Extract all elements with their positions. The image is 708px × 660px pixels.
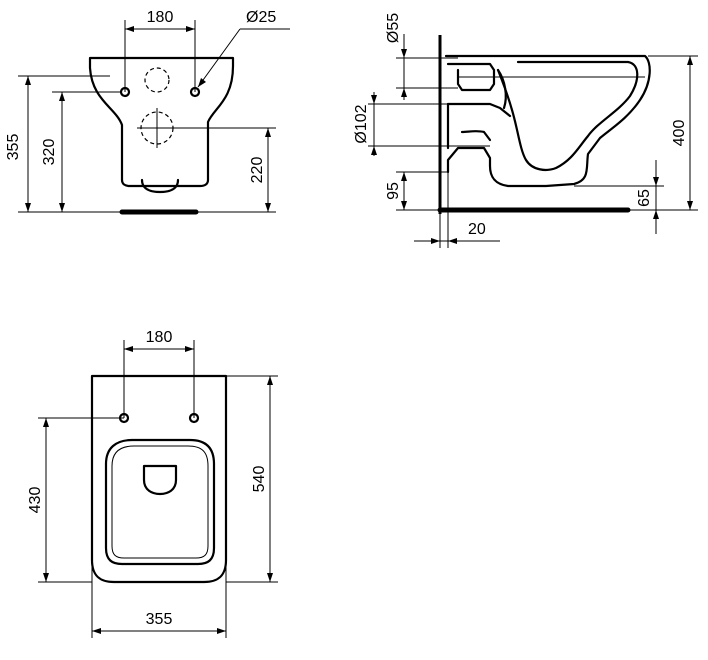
front-dim-180: 180 <box>147 9 174 26</box>
plan-dim-430: 430 <box>27 487 44 514</box>
plan-dim-355: 355 <box>146 611 173 628</box>
plan-dim-180: 180 <box>146 329 173 346</box>
plan-water-outlet <box>142 464 178 496</box>
side-bowl-outline <box>444 54 651 188</box>
side-dim-20: 20 <box>468 221 486 238</box>
side-dim-65: 65 <box>636 189 653 207</box>
side-view: Ø55 Ø102 95 400 65 20 <box>353 13 698 248</box>
plan-view: 180 430 540 355 <box>27 329 278 638</box>
front-view: 180 Ø25 355 320 220 <box>5 9 290 215</box>
side-dim-400: 400 <box>671 120 688 147</box>
front-dim-320: 320 <box>41 139 58 166</box>
plan-inner-bowl <box>104 438 216 566</box>
side-bowl-inner <box>496 60 639 171</box>
side-dim-95: 95 <box>385 182 402 200</box>
side-dim-outlet-dia: Ø102 <box>353 104 370 143</box>
front-bowl-outline <box>88 56 235 188</box>
plan-dim-540: 540 <box>251 466 268 493</box>
front-dim-220: 220 <box>249 157 266 184</box>
front-bowl-bottom <box>140 178 180 194</box>
front-dim-355: 355 <box>5 134 22 161</box>
side-dim-inlet-dia: Ø55 <box>385 13 402 43</box>
side-inlet-pipe <box>446 62 496 92</box>
front-dim-hole-dia: Ø25 <box>246 9 276 26</box>
inlet-dashed-circle <box>144 67 170 93</box>
